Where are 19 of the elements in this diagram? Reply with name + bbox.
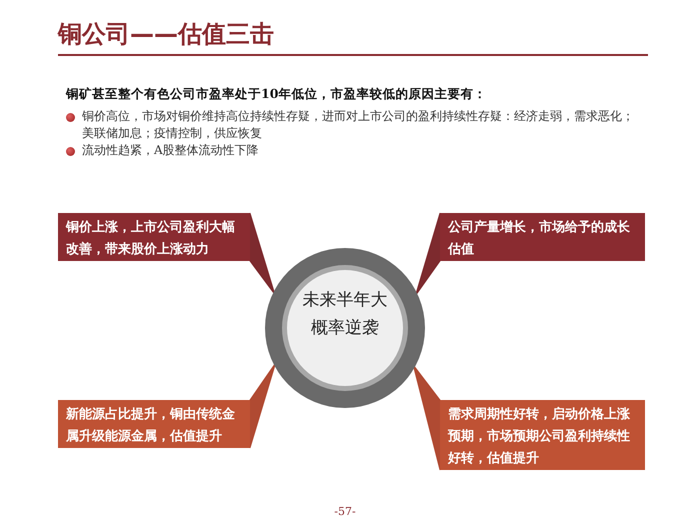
box-text: 需求周期性好转，启动价格上涨预期，市场预期公司盈利持续性好转，估值提升 [448,406,631,468]
bullet-text: 流动性趋紧，A股整体流动性下降 [82,142,260,159]
circle-label: 未来半年大概率逆袭 [302,290,388,338]
text-box [58,213,250,261]
box-text: 铜价上涨，上市公司盈利大幅改善，带来股价上涨动力 [66,218,236,259]
callout-wedge [250,362,276,448]
callout-wedge [412,364,440,470]
box-text: 新能源占比提升，铜由传统金属升级能源金属，估值提升 [66,406,236,446]
text-box [440,400,645,470]
text-box [58,400,250,448]
callout-wedge [250,212,276,296]
bullet-text: 铜价高位，市场对铜价维持高位持续性存疑，进而对上市公司的盈利持续性存疑：经济走弱，需求恶化；美联储加息；疫情控制，供应恢复 [82,108,635,142]
callout-wedge [414,212,440,296]
slide-title: 铜公司——估值三击 [58,19,274,50]
box-text: 公司产量增长，市场给予的成长估值 [448,218,631,259]
center-circle [265,248,425,408]
text-box [440,213,645,261]
intro-text: 铜矿甚至整个有色公司市盈率处于10年低位，市盈率较低的原因主要有： [66,86,488,103]
page-number: -57- [333,505,357,518]
